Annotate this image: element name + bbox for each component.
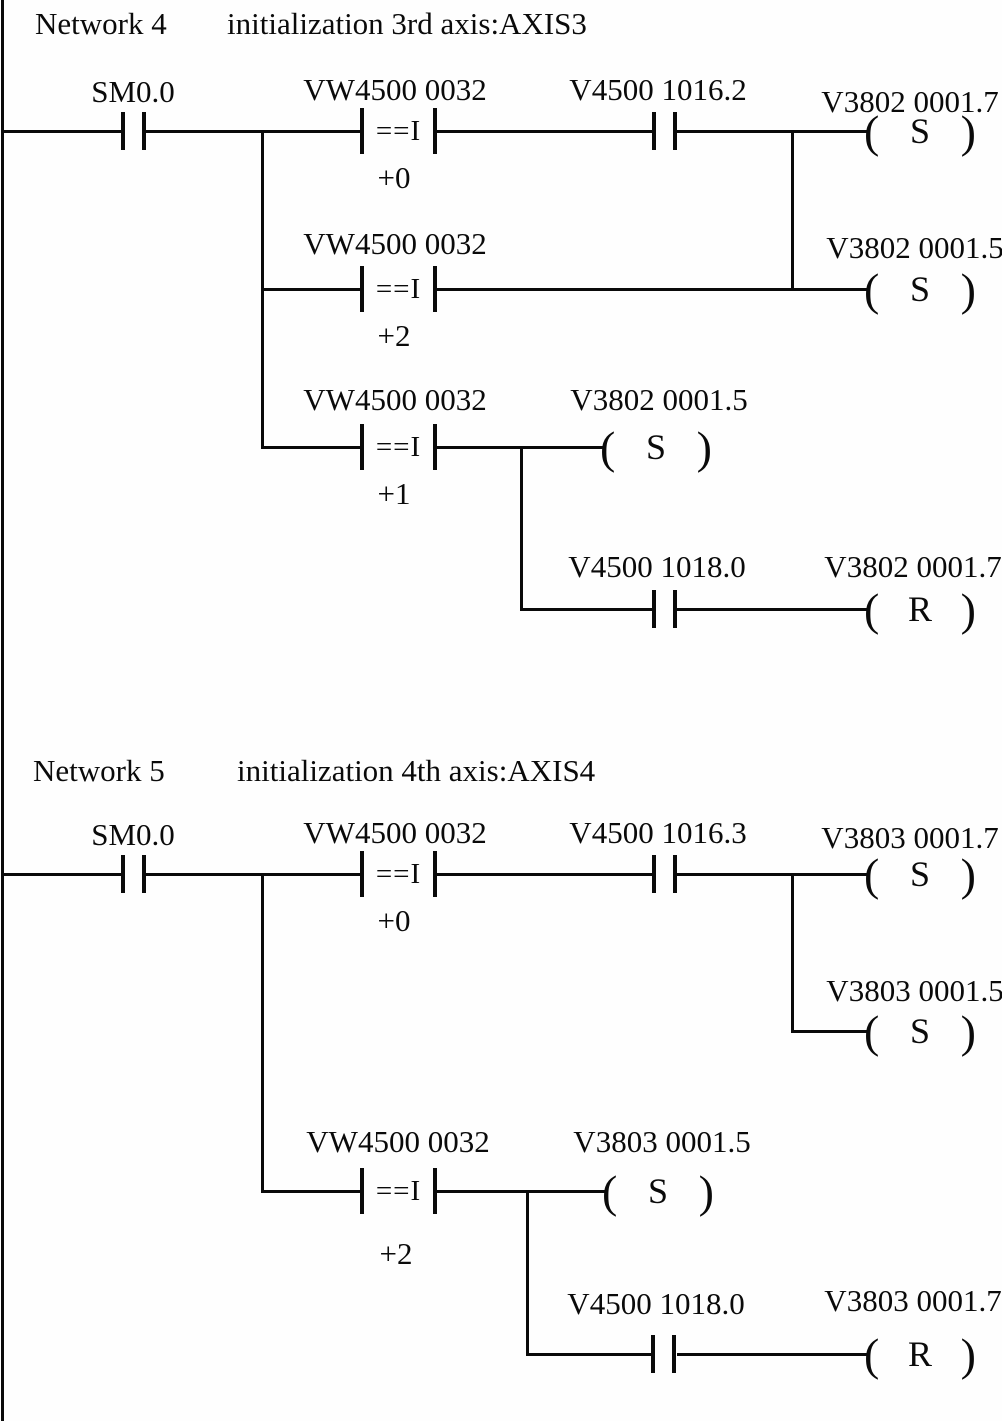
wire-segment	[262, 288, 362, 291]
no-contact-icon	[121, 112, 146, 150]
wire-segment	[792, 1030, 867, 1033]
set-coil-icon: S	[602, 1161, 714, 1221]
set-coil-icon: S	[600, 417, 712, 477]
no-contact-icon	[651, 1335, 676, 1373]
branch-wire	[526, 1190, 529, 1356]
contact-label: V4500 1018.0	[568, 549, 746, 584]
wire-segment	[521, 608, 652, 611]
compare-contact-icon: ==I	[360, 266, 437, 312]
wire-segment	[144, 130, 362, 133]
contact-label: SM0.0	[91, 74, 175, 109]
coil-letter: S	[909, 111, 931, 151]
network-4-name: Network 4	[35, 6, 167, 41]
wire-segment	[675, 608, 867, 611]
compare-label: VW4500 0032	[306, 1124, 490, 1159]
coil-label: V3802 0001.7	[824, 549, 1002, 584]
contact-label: V4500 1016.3	[569, 815, 747, 850]
coil-letter: S	[909, 269, 931, 309]
network-4-title: initialization 3rd axis:AXIS3	[227, 6, 587, 41]
coil-letter: S	[647, 1171, 669, 1211]
wire-segment	[677, 1353, 867, 1356]
coil-label: V3803 0001.5	[573, 1124, 751, 1159]
wire-segment	[435, 130, 655, 133]
compare-value: +2	[377, 318, 411, 353]
compare-op: ==I	[375, 272, 422, 305]
compare-label: VW4500 0032	[303, 815, 487, 850]
set-coil-icon: S	[864, 1001, 976, 1061]
coil-label: V3802 0001.5	[570, 382, 748, 417]
set-coil-icon: S	[864, 259, 976, 319]
wire-segment	[527, 1353, 652, 1356]
compare-label: VW4500 0032	[303, 226, 487, 261]
coil-letter: R	[907, 1334, 932, 1374]
compare-contact-icon: ==I	[360, 108, 437, 154]
wire-segment	[262, 446, 362, 449]
wire-segment	[675, 130, 867, 133]
wire-segment	[144, 873, 362, 876]
wire-segment	[435, 288, 867, 291]
network-5-name: Network 5	[33, 753, 165, 788]
contact-label: V4500 1016.2	[569, 72, 747, 107]
reset-coil-icon: R	[864, 579, 976, 639]
no-contact-icon	[652, 590, 677, 628]
wire-segment	[262, 1190, 362, 1193]
coil-letter: S	[645, 427, 667, 467]
branch-wire	[791, 130, 794, 291]
wire-segment	[2, 873, 123, 876]
compare-value: +1	[377, 476, 411, 511]
coil-letter: S	[909, 854, 931, 894]
compare-op: ==I	[375, 857, 422, 890]
no-contact-icon	[652, 112, 677, 150]
wire-segment	[435, 873, 655, 876]
set-coil-icon: S	[864, 101, 976, 161]
network-5-title: initialization 4th axis:AXIS4	[237, 753, 596, 788]
no-contact-icon	[121, 855, 146, 893]
compare-op: ==I	[375, 430, 422, 463]
contact-label: V4500 1018.0	[567, 1286, 745, 1321]
compare-op: ==I	[375, 114, 422, 147]
coil-label: V3803 0001.7	[824, 1283, 1002, 1318]
wire-segment	[435, 1190, 606, 1193]
compare-op: ==I	[375, 1174, 422, 1207]
left-power-rail	[1, 0, 4, 1421]
coil-letter: R	[907, 589, 932, 629]
compare-value: +0	[377, 160, 411, 195]
wire-segment	[2, 130, 123, 133]
branch-wire	[520, 446, 523, 611]
compare-contact-icon: ==I	[360, 1168, 437, 1214]
compare-value: +2	[379, 1236, 413, 1271]
compare-contact-icon: ==I	[360, 851, 437, 897]
reset-coil-icon: R	[864, 1324, 976, 1384]
no-contact-icon	[652, 855, 677, 893]
compare-label: VW4500 0032	[303, 72, 487, 107]
compare-contact-icon: ==I	[360, 424, 437, 470]
coil-letter: S	[909, 1011, 931, 1051]
contact-label: SM0.0	[91, 817, 175, 852]
compare-label: VW4500 0032	[303, 382, 487, 417]
branch-wire	[261, 873, 264, 1193]
wire-segment	[675, 873, 867, 876]
compare-value: +0	[377, 903, 411, 938]
wire-segment	[435, 446, 603, 449]
branch-wire	[791, 873, 794, 1033]
set-coil-icon: S	[864, 844, 976, 904]
